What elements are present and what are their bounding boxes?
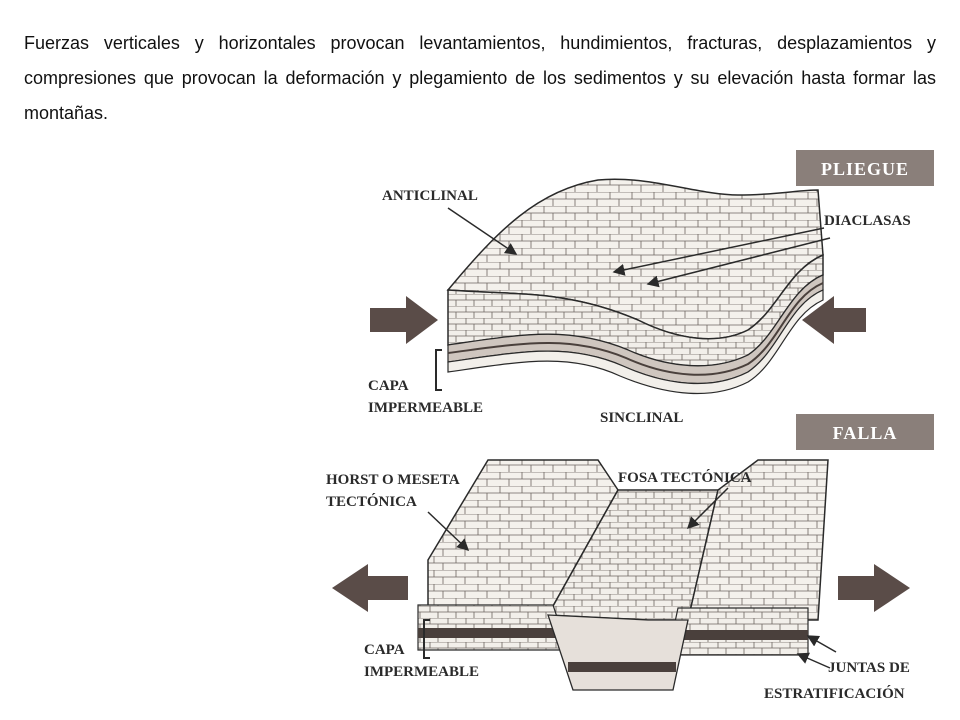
juntas-label-2: ESTRATIFICACIÓN — [764, 685, 905, 702]
horst-label-2: TECTÓNICA — [326, 493, 417, 510]
sinclinal-label: SINCLINAL — [600, 410, 683, 426]
graben-dropped-block — [547, 614, 689, 691]
fold-right-arrow — [802, 296, 866, 344]
intro-paragraph: Fuerzas verticales y horizontales provoc… — [24, 33, 936, 123]
juntas-pointer-2 — [796, 652, 831, 669]
fault-title: FALLA — [833, 423, 898, 443]
fold-title: PLIEGUE — [821, 159, 909, 179]
fold-left-arrow — [370, 296, 438, 344]
horst-pointer — [427, 511, 470, 552]
fault-title-box — [796, 414, 934, 450]
fold-capa-bracket — [435, 349, 442, 391]
anticlinal-pointer — [447, 207, 518, 255]
fosa-pointer — [686, 487, 729, 530]
fold-diagram: PLIEGUE ANTICLINAL DIACLASAS CAPA IMPERM… — [368, 150, 934, 426]
fault-strata-left — [417, 604, 569, 651]
fold-title-box — [796, 150, 934, 186]
fault-capa-label-1: CAPA — [364, 642, 405, 658]
diaclasas-pointer-1 — [612, 227, 825, 276]
juntas-label-1: JUNTAS DE — [828, 660, 910, 676]
fold-capa-label-2: IMPERMEABLE — [368, 400, 483, 416]
geology-diagram: PLIEGUE ANTICLINAL DIACLASAS CAPA IMPERM… — [326, 150, 934, 702]
fault-capa-bracket — [423, 619, 430, 659]
horst-label-1: HORST O MESETA — [326, 472, 460, 488]
fosa-label: FOSA TECTÓNICA — [618, 469, 752, 486]
fault-left-arrow — [332, 564, 408, 612]
fault-diagram: FALLA HORST O MESETA TECTÓNICA FOSA TECT… — [326, 414, 934, 702]
fault-right-arrow — [838, 564, 910, 612]
diaclasas-pointer-2 — [646, 237, 831, 288]
fold-base-layer — [447, 289, 824, 395]
juntas-pointer-1 — [806, 635, 837, 653]
fold-capa-label-1: CAPA — [368, 378, 409, 394]
anticlinal-label: ANTICLINAL — [382, 188, 478, 204]
fault-capa-label-2: IMPERMEABLE — [364, 664, 479, 680]
diaclasas-label: DIACLASAS — [824, 213, 911, 229]
